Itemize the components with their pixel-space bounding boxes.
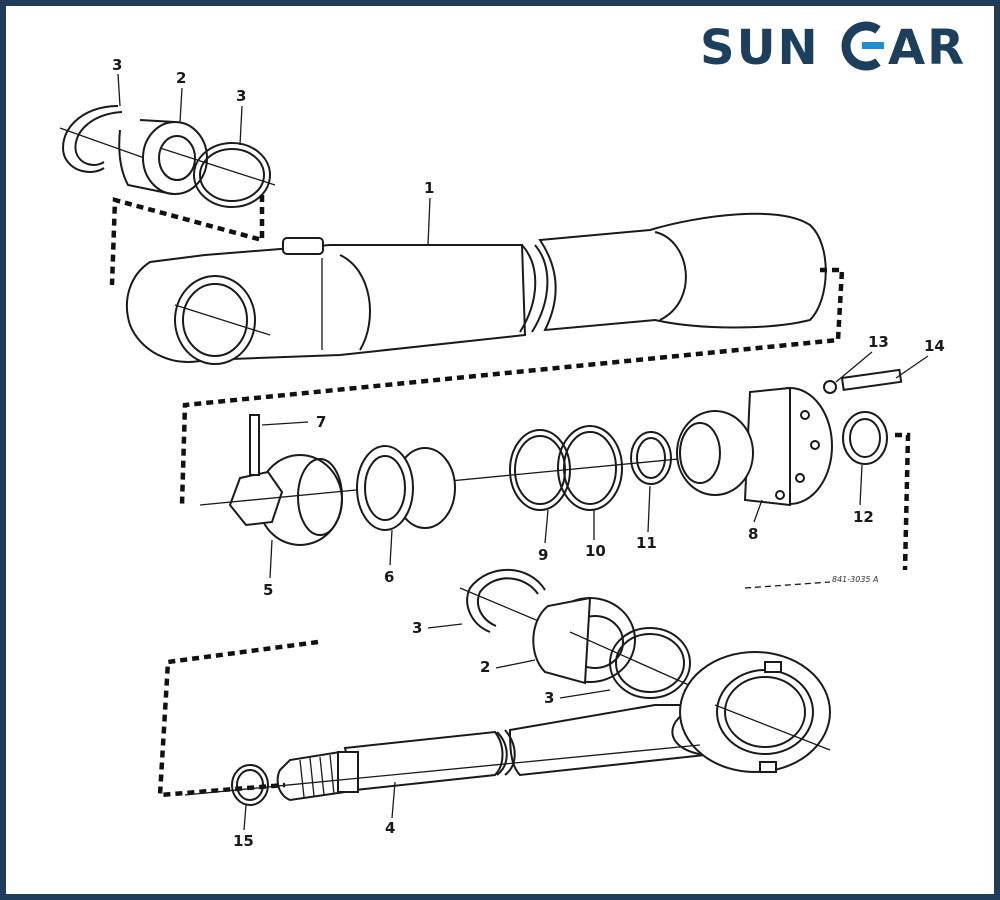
- logo-wordmark-end: AR: [888, 20, 966, 74]
- callout-11: 11: [636, 534, 657, 552]
- guide-line-bottom: [157, 639, 319, 798]
- guide-line-top: [109, 195, 265, 286]
- wiper-ring-11: [630, 431, 672, 485]
- cylinder-head-8: [676, 386, 833, 507]
- piston-rod-4: 4: [276, 651, 831, 837]
- callout-12: 12: [853, 508, 874, 526]
- callout-2-bottom: 2: [480, 658, 490, 676]
- callout-5: 5: [263, 581, 273, 599]
- piston-6: [356, 445, 456, 531]
- dust-seal-12: [842, 411, 888, 465]
- callout-8: 8: [748, 525, 758, 543]
- guide-line-head: [895, 432, 911, 571]
- callout-1: 1: [424, 179, 434, 197]
- bushing-2-top: [118, 119, 208, 195]
- callout-10: 10: [585, 542, 606, 560]
- piston-row: 7 5 6 9 10 11: [199, 333, 945, 599]
- logo-wordmark: SUN: [700, 20, 820, 74]
- suncar-logo: SUN AR: [700, 20, 966, 74]
- callout-14: 14: [924, 337, 945, 355]
- callout-9: 9: [538, 546, 548, 564]
- callout-2-top: 2: [176, 69, 186, 87]
- callout-3-top-left: 3: [112, 56, 122, 74]
- callout-6: 6: [384, 568, 394, 586]
- callout-3-top-right: 3: [236, 87, 246, 105]
- callout-15: 15: [233, 832, 254, 850]
- callout-13: 13: [868, 333, 889, 351]
- washer-13: [823, 380, 837, 394]
- callout-4: 4: [385, 819, 395, 837]
- cylinder-tube-1: 1: [125, 179, 827, 365]
- seal-ring-10: [557, 425, 623, 511]
- bottom-bushing-assembly: 3 2 3: [412, 568, 701, 707]
- guide-line-tube: [179, 267, 845, 506]
- retaining-ring-3-top-right: [159, 142, 276, 208]
- callout-3-bottom-upper: 3: [412, 619, 422, 637]
- rod-eye: [679, 651, 831, 773]
- rod-thread-end: [276, 750, 359, 802]
- bolt-14: [840, 368, 903, 392]
- retaining-ring-15: 15: [231, 764, 269, 850]
- drawing-ref: 841-3035 A: [832, 575, 879, 584]
- retaining-ring-3-top-left: [59, 105, 151, 173]
- seal-ring-9: [509, 429, 571, 511]
- callout-3-bottom-lower: 3: [544, 689, 554, 707]
- callout-7: 7: [316, 413, 326, 431]
- top-bushing-assembly: 3 2 3: [59, 56, 276, 208]
- logo-c-icon: [841, 21, 884, 71]
- piston-nut-5: [228, 414, 343, 546]
